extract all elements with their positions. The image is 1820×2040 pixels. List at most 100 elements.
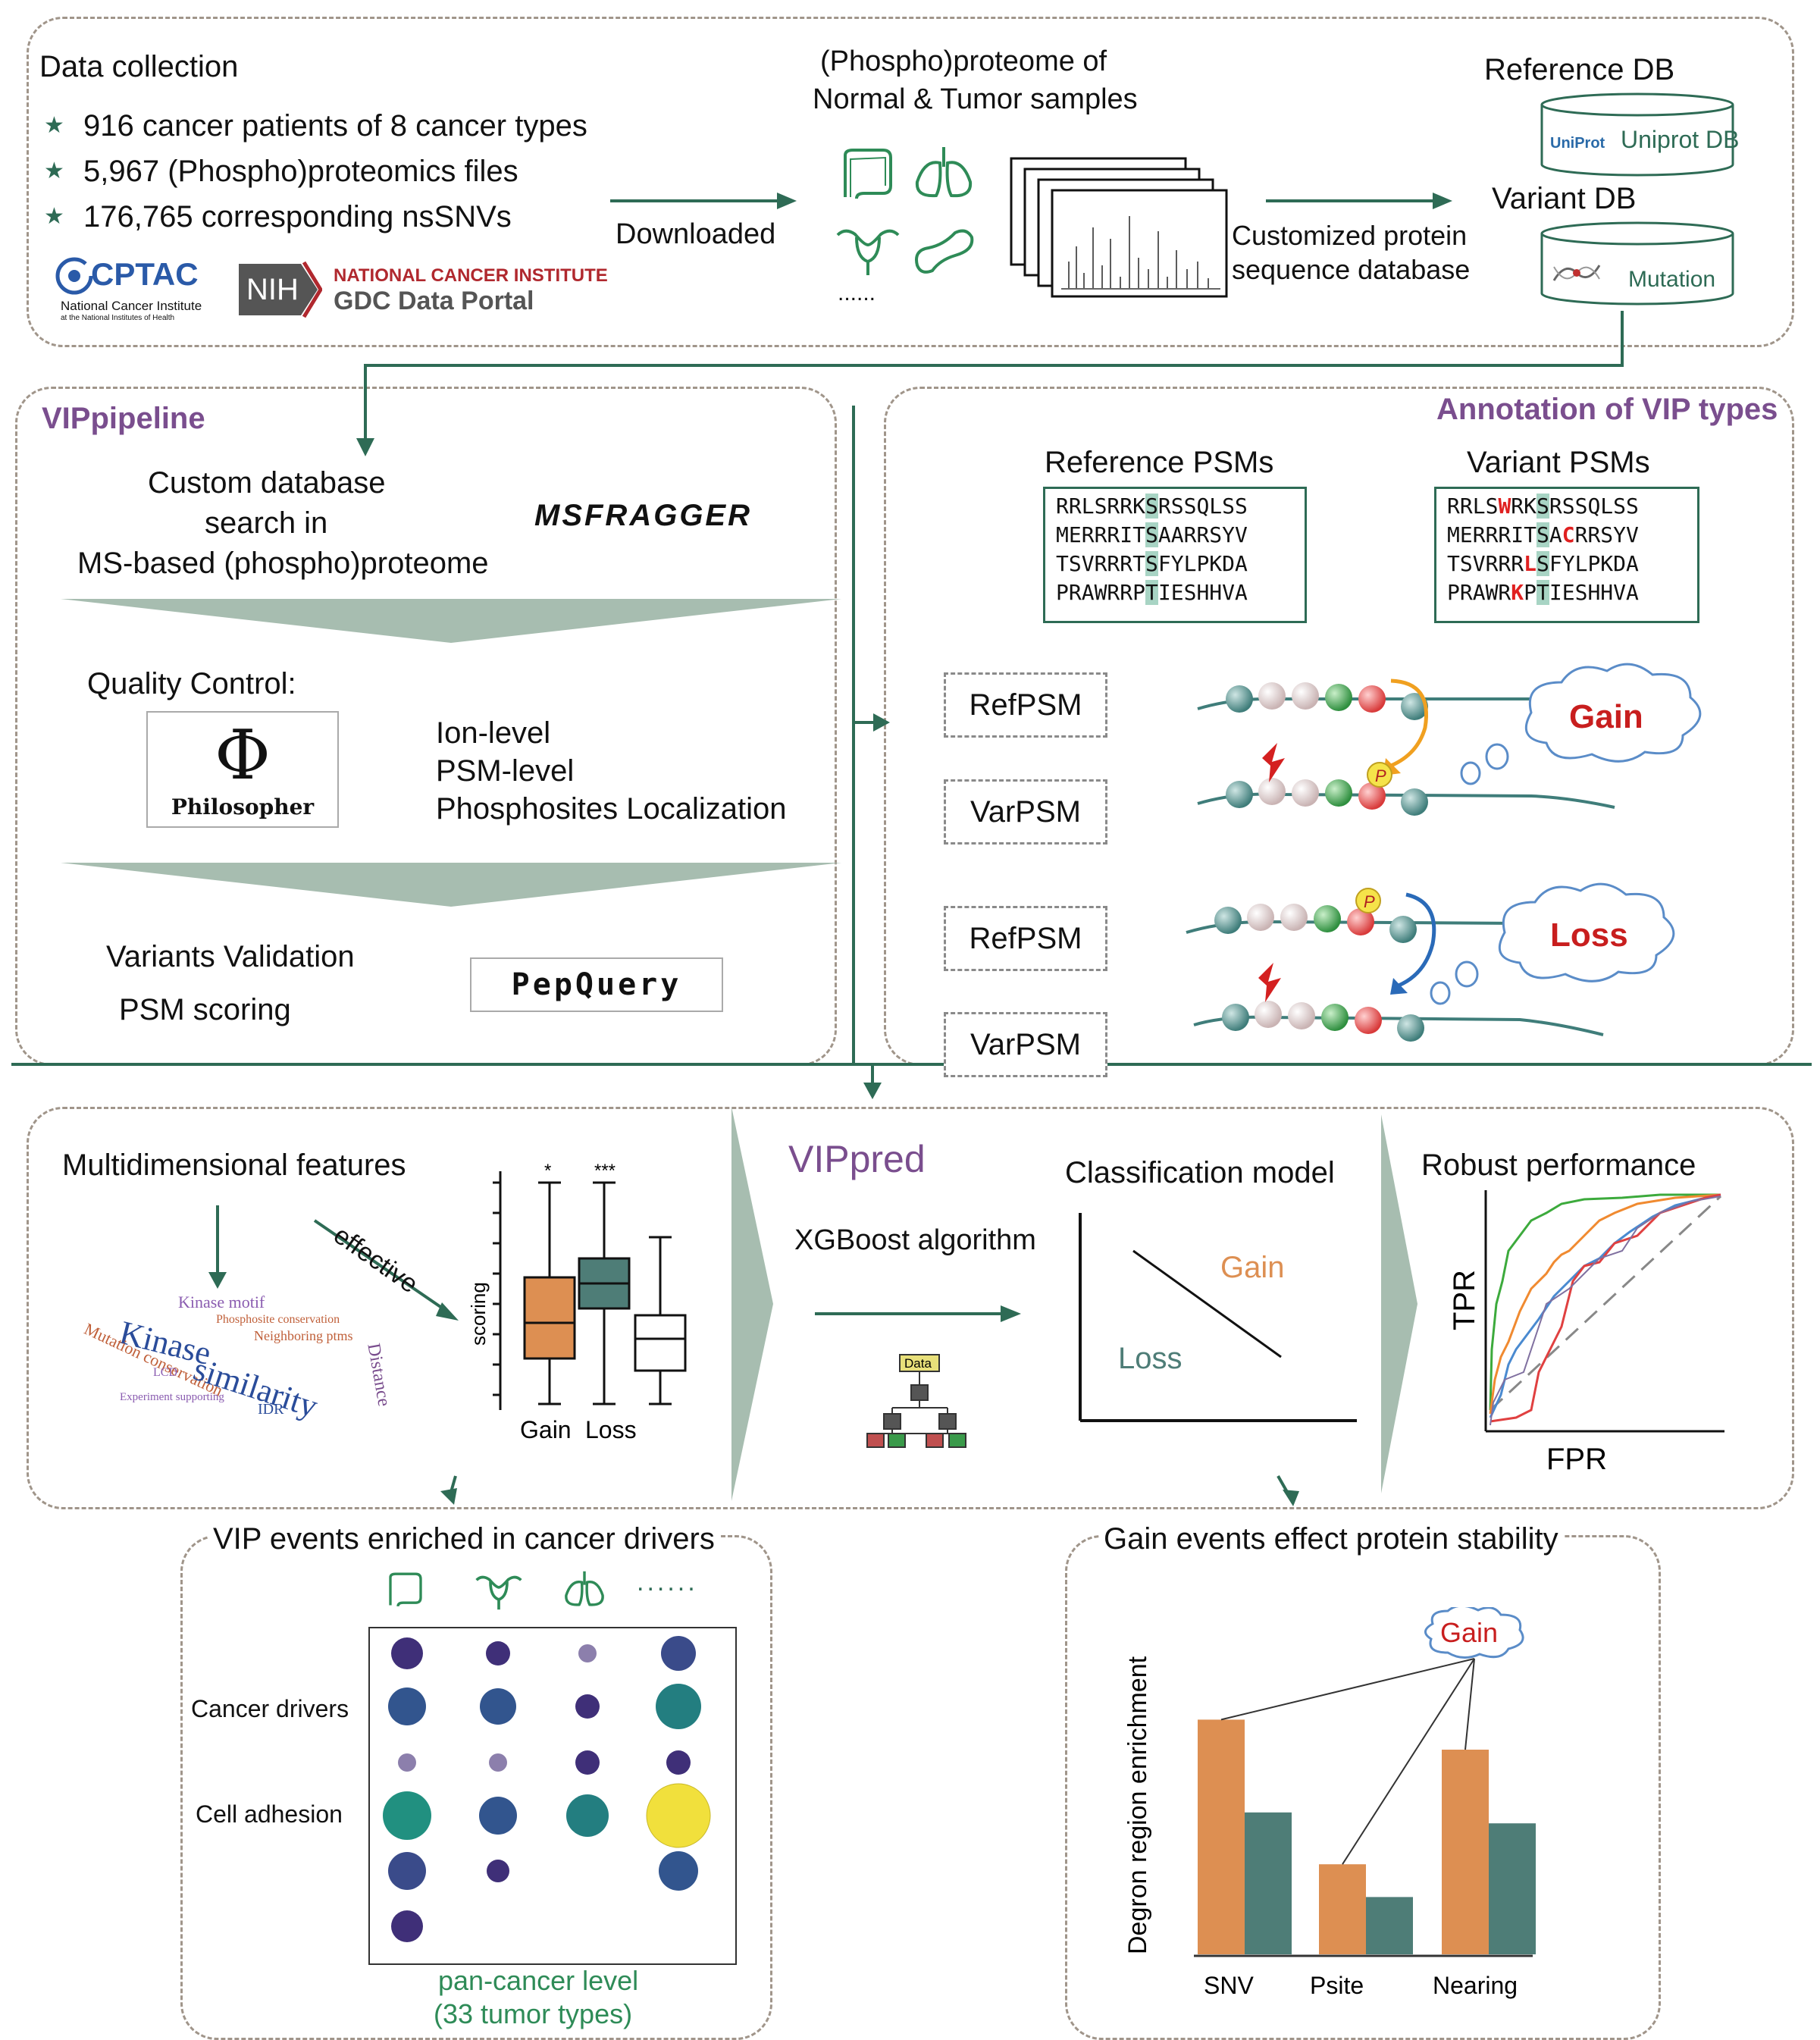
msfragger-logo: MSFRAGGER bbox=[534, 499, 752, 532]
degron-ylabel: Degron region enrichment bbox=[1123, 1656, 1152, 1954]
lung-icon bbox=[915, 147, 973, 198]
varpsm-box-loss: VarPSM bbox=[944, 1012, 1107, 1077]
bar-snv-other bbox=[1245, 1812, 1292, 1954]
psm-segment: FYLPKDA bbox=[1549, 551, 1639, 576]
psm-segment: S bbox=[1145, 551, 1158, 576]
reference-db-title: Reference DB bbox=[1484, 53, 1675, 86]
psm-segment: L bbox=[1524, 551, 1537, 576]
uterus-icon bbox=[836, 229, 900, 275]
psm-segment: P bbox=[1524, 580, 1537, 605]
variant-db-cylinder-icon bbox=[1540, 221, 1734, 306]
psm-segment: RSSQLSS bbox=[1549, 494, 1639, 519]
roc-plot: TPR FPR bbox=[1448, 1190, 1724, 1476]
psm-segment: T bbox=[1537, 580, 1549, 605]
peptide-gain-diagram-icon: P Gain bbox=[1197, 663, 1702, 816]
loss-cloud-label: Loss bbox=[1550, 917, 1628, 954]
psm-scoring-label: PSM scoring bbox=[119, 993, 291, 1026]
tree-data-node: Data bbox=[904, 1356, 932, 1371]
nci-text: NATIONAL CANCER INSTITUTE bbox=[334, 265, 608, 286]
philosopher-symbol: Φ bbox=[215, 716, 271, 795]
stability-gain-label: Gain bbox=[1440, 1617, 1498, 1648]
colon-icon bbox=[389, 1572, 422, 1606]
reference-psm-row: TSVRRRTSFYLPKDA bbox=[1056, 550, 1305, 578]
reference-psm-row: PRAWRRPTIESHHVA bbox=[1056, 578, 1305, 607]
gdc-text: GDC Data Portal bbox=[334, 287, 534, 315]
psm-segment: RRSYV bbox=[1574, 522, 1639, 547]
bullet-nssnvs: 176,765 corresponding nsSNVs bbox=[83, 200, 512, 233]
psm-segment: RSSQLSS bbox=[1157, 494, 1248, 519]
customized-title: Customized protein bbox=[1232, 220, 1468, 251]
psm-segment: K bbox=[1511, 580, 1524, 605]
enrichment-dotplot bbox=[368, 1627, 737, 1965]
refpsm-label: RefPSM bbox=[969, 921, 1082, 955]
search-line-1: Custom database bbox=[148, 466, 386, 500]
category-nearing: Nearing bbox=[1433, 1972, 1518, 1999]
class-gain-label: Gain bbox=[1220, 1251, 1285, 1284]
classification-title: Classification model bbox=[1065, 1156, 1335, 1189]
variant-psm-row: MERRRITSACRRSYV bbox=[1447, 521, 1697, 550]
gain-connector-line bbox=[1220, 1658, 1475, 1721]
bar-psite-gain bbox=[1319, 1864, 1366, 1954]
cptac-text: CPTAC bbox=[91, 256, 199, 292]
colon-icon bbox=[844, 149, 892, 199]
boxplot-chart: scoring * *** Gain Loss bbox=[467, 1161, 687, 1443]
boxplot-ylabel: scoring bbox=[467, 1282, 490, 1346]
proteome-title: (Phospho)proteome of bbox=[820, 45, 1107, 77]
cptac-subtitle-2: at the National Institutes of Health bbox=[61, 314, 175, 322]
tumor-types-label: (33 tumor types) bbox=[434, 1998, 633, 2029]
category-psite: Psite bbox=[1310, 1972, 1364, 1999]
ms-spectra-icon bbox=[1010, 157, 1228, 298]
variants-validation-label: Variants Validation bbox=[106, 940, 355, 973]
psm-segment: RRLS bbox=[1447, 494, 1499, 519]
psm-segment: PRAWR bbox=[1447, 580, 1511, 605]
search-line-2: search in bbox=[205, 506, 328, 540]
variant-psm-row: TSVRRRLSFYLPKDA bbox=[1447, 550, 1697, 578]
star-icon: ★ bbox=[44, 158, 64, 183]
search-line-3: MS-based (phospho)proteome bbox=[77, 547, 489, 580]
qc-ion-level: Ion-level bbox=[436, 716, 551, 750]
classification-plot: Gain Loss bbox=[1079, 1213, 1357, 1422]
variant-psm-row: RRLSWRKSRSSQLSS bbox=[1447, 492, 1697, 521]
wordcloud-word: LCD bbox=[153, 1366, 177, 1379]
features-arrows-icon bbox=[208, 1205, 459, 1321]
qc-phosphosites: Phosphosites Localization bbox=[436, 792, 787, 826]
organs-more-dots: ...... bbox=[637, 1568, 698, 1597]
boxplot-loss-label: Loss bbox=[585, 1416, 637, 1443]
data-collection-title: Data collection bbox=[39, 50, 239, 83]
psm-segment: S bbox=[1145, 494, 1158, 519]
nih-logo-icon bbox=[239, 261, 322, 318]
connector-arrow-icon bbox=[356, 311, 1624, 456]
xgboost-arrow-icon bbox=[815, 1305, 1021, 1322]
class-loss-label: Loss bbox=[1118, 1342, 1183, 1375]
pepquery-logo: PepQuery bbox=[470, 957, 723, 1012]
cancer-drivers-label: Cancer drivers bbox=[191, 1695, 349, 1722]
proteome-subtitle: Normal & Tumor samples bbox=[813, 83, 1138, 115]
cptac-subtitle: National Cancer Institute bbox=[61, 299, 202, 313]
psm-segment: IESHHVA bbox=[1549, 580, 1639, 605]
section-separator-icon bbox=[11, 1063, 1812, 1099]
psm-segment: C bbox=[1562, 522, 1575, 547]
bar-nearing-other bbox=[1489, 1823, 1536, 1954]
phospho-p: P bbox=[1375, 766, 1386, 785]
wordcloud-word: Kinase motif bbox=[178, 1293, 265, 1311]
boxplot-gain-label: Gain bbox=[520, 1416, 572, 1443]
funnel-divider-2-icon bbox=[61, 863, 841, 907]
psm-segment: RRLSRRK bbox=[1056, 494, 1146, 519]
psm-segment: S bbox=[1537, 551, 1549, 576]
degron-bar-chart: Gain Degron region enrichment SNV Psite … bbox=[1123, 1607, 1536, 1999]
cptac-logo-icon bbox=[55, 257, 93, 295]
annotation-title: Annotation of VIP types bbox=[1436, 393, 1778, 426]
feature-wordcloud: Kinase motif Phosphosite conservation Ne… bbox=[81, 1281, 417, 1433]
varpsm-box-gain: VarPSM bbox=[944, 779, 1107, 845]
download-arrow-icon bbox=[610, 193, 797, 209]
wordcloud-word: IDR bbox=[258, 1401, 284, 1418]
psm-segment: TSVRRRT bbox=[1056, 551, 1146, 576]
psm-segment: IESHHVA bbox=[1157, 580, 1248, 605]
gain-cloud-label: Gain bbox=[1569, 698, 1643, 735]
reference-psm-row: RRLSRRKSRSSQLSS bbox=[1056, 492, 1305, 521]
qc-psm-level: PSM-level bbox=[436, 754, 575, 788]
vippipeline-title: VIPpipeline bbox=[42, 402, 205, 435]
vippred-chevron-1-icon bbox=[731, 1107, 773, 1501]
variant-psms-title: Variant PSMs bbox=[1467, 446, 1650, 479]
philosopher-logo: Φ Philosopher bbox=[146, 711, 339, 828]
